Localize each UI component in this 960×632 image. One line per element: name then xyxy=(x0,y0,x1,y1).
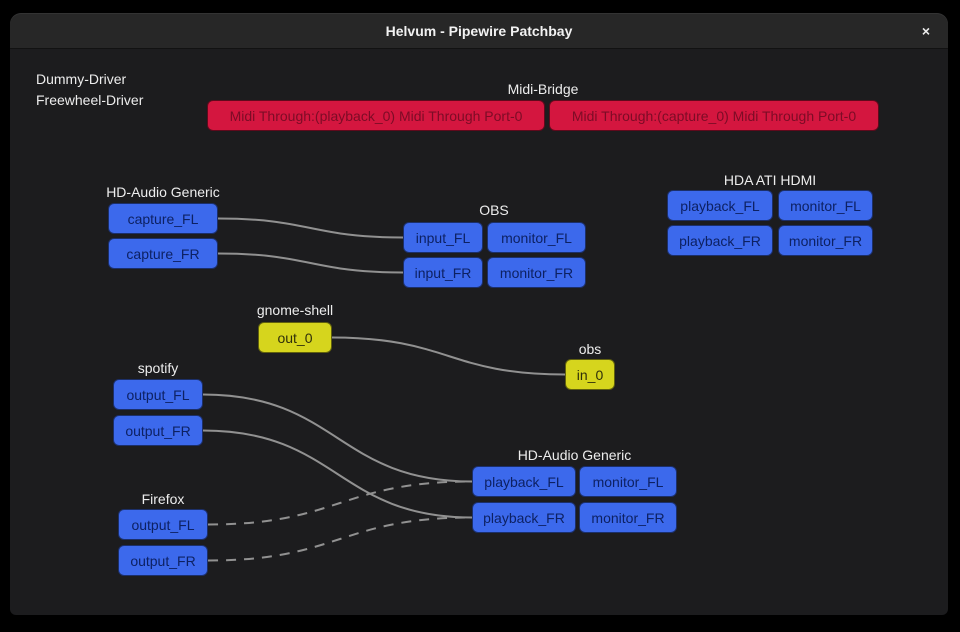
node-title-spotify: spotify xyxy=(137,360,179,376)
port-obs-monitor-fr[interactable]: monitor_FR xyxy=(487,257,586,288)
port-obs-input-fl[interactable]: input_FL xyxy=(403,222,483,253)
port-obs-monitor-fl[interactable]: monitor_FL xyxy=(487,222,586,253)
port-hdmi-playback-fr[interactable]: playback_FR xyxy=(667,225,773,256)
port-hda-monitor-fl[interactable]: monitor_FL xyxy=(579,466,677,497)
port-hdmi-playback-fl[interactable]: playback_FL xyxy=(667,190,773,221)
titlebar[interactable]: Helvum - Pipewire Patchbay × xyxy=(10,13,948,49)
node-title-firefox: Firefox xyxy=(141,491,185,507)
node-title-midi-bridge: Midi-Bridge xyxy=(507,81,579,97)
port-capture-fl[interactable]: capture_FL xyxy=(108,203,218,234)
port-gnome-shell-out-0[interactable]: out_0 xyxy=(258,322,332,353)
port-hda-monitor-fr[interactable]: monitor_FR xyxy=(579,502,677,533)
node-title-hda-capture: HD-Audio Generic xyxy=(106,184,220,200)
port-capture-fr[interactable]: capture_FR xyxy=(108,238,218,269)
port-hdmi-monitor-fl[interactable]: monitor_FL xyxy=(778,190,873,221)
driver-label-dummy: Dummy-Driver xyxy=(36,71,127,87)
port-hda-playback-fl[interactable]: playback_FL xyxy=(472,466,576,497)
port-hdmi-monitor-fr[interactable]: monitor_FR xyxy=(778,225,873,256)
port-obs-in-0[interactable]: in_0 xyxy=(565,359,615,390)
port-firefox-output-fl[interactable]: output_FL xyxy=(118,509,208,540)
node-title-hda-ati-hdmi: HDA ATI HDMI xyxy=(723,172,817,188)
port-hda-playback-fr[interactable]: playback_FR xyxy=(472,502,576,533)
port-spotify-output-fl[interactable]: output_FL xyxy=(113,379,203,410)
driver-label-freewheel: Freewheel-Driver xyxy=(36,92,144,108)
node-title-obs-screen: obs xyxy=(578,341,602,357)
node-title-gnome-shell: gnome-shell xyxy=(256,302,334,318)
port-spotify-output-fr[interactable]: output_FR xyxy=(113,415,203,446)
port-obs-input-fr[interactable]: input_FR xyxy=(403,257,483,288)
port-firefox-output-fr[interactable]: output_FR xyxy=(118,545,208,576)
window-title: Helvum - Pipewire Patchbay xyxy=(385,22,573,39)
close-button[interactable]: × xyxy=(912,17,940,45)
node-title-hda-playback: HD-Audio Generic xyxy=(517,447,632,463)
node-title-obs: OBS xyxy=(479,202,509,218)
port-midi-through-playback-0[interactable]: Midi Through:(playback_0) Midi Through P… xyxy=(207,100,545,131)
port-midi-through-capture-0[interactable]: Midi Through:(capture_0) Midi Through Po… xyxy=(549,100,879,131)
